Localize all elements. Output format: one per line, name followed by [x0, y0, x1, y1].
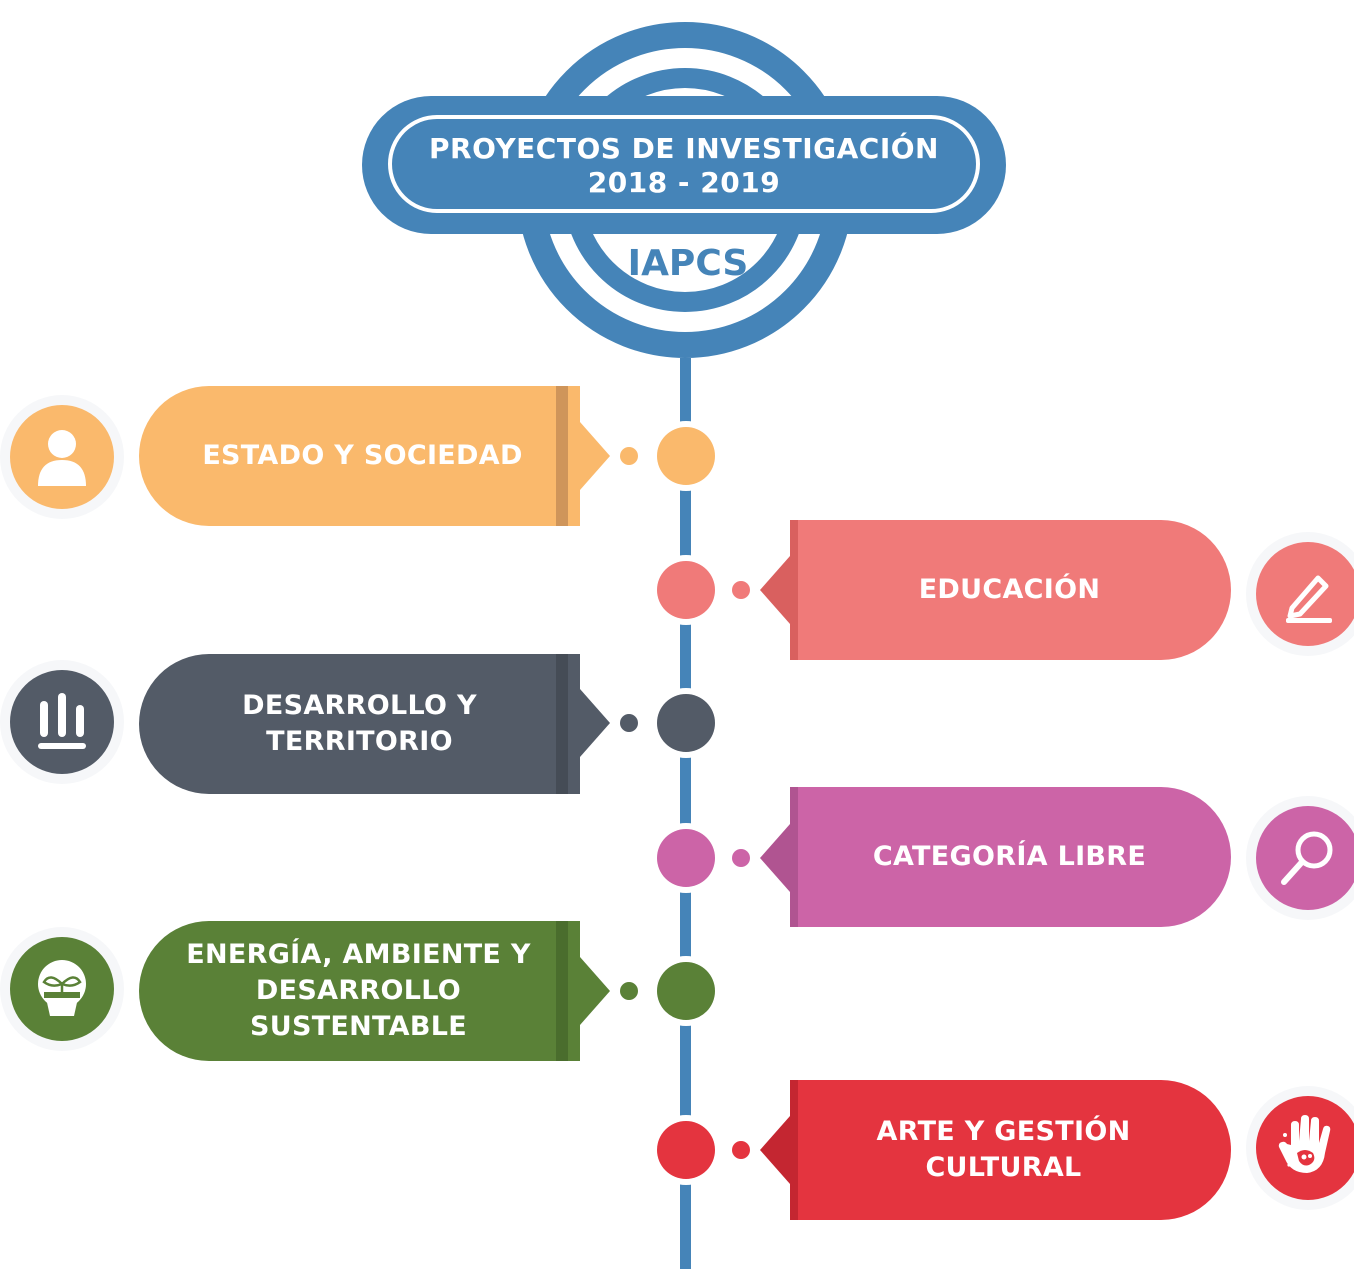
category-energia-ambiente: ENERGÍA, AMBIENTE Y DESARROLLO SUSTENTAB…: [139, 921, 580, 1061]
pencil-icon: [1286, 575, 1332, 623]
category-label: ESTADO Y SOCIEDAD: [202, 440, 523, 471]
connector-dot: [732, 849, 750, 867]
category-label-line-2: DESARROLLO SUSTENTABLE: [249, 975, 468, 1042]
title-line-1: PROYECTOS DE INVESTIGACIÓN: [429, 132, 939, 165]
connector-dot: [732, 581, 750, 599]
category-label: CATEGORÍA LIBRE: [872, 841, 1147, 872]
pill-stripe: [790, 520, 798, 660]
painted-hand-icon: [1278, 1115, 1331, 1173]
educacion-icon-badge: [1256, 542, 1354, 646]
arte-icon-badge: [1256, 1096, 1354, 1200]
bar-chart-icon: [38, 693, 86, 749]
pill-stripe: [790, 1080, 798, 1220]
category-categoria-libre: CATEGORÍA LIBRE: [790, 787, 1231, 927]
energia-icon-badge: [10, 937, 114, 1041]
pill-arrow: [580, 957, 610, 1025]
categoria-icon-badge: [1256, 806, 1354, 910]
pill-arrow: [580, 422, 610, 490]
pill-stripe: [790, 787, 798, 927]
estado-icon-badge: [10, 405, 114, 509]
timeline-node: [657, 829, 715, 887]
timeline-node: [657, 561, 715, 619]
pill-arrow: [580, 689, 610, 757]
category-desarrollo-y-territorio: DESARROLLO Y TERRITORIO: [139, 654, 580, 794]
pill-arrow: [760, 824, 790, 892]
pill-arrow: [760, 556, 790, 624]
connector-dot: [732, 1141, 750, 1159]
category-label-line-1: ENERGÍA, AMBIENTE Y: [186, 939, 531, 970]
page-title: PROYECTOS DE INVESTIGACIÓN 2018 - 2019: [388, 132, 980, 200]
category-label: EDUCACIÓN: [918, 574, 1101, 605]
category-arte-y-gestion-cultural: ARTE Y GESTIÓN CULTURAL: [790, 1080, 1231, 1220]
pill-stripe: [556, 386, 568, 526]
category-educacion: EDUCACIÓN: [790, 520, 1231, 660]
connector-dot: [620, 982, 638, 1000]
timeline-node: [657, 694, 715, 752]
person-icon: [38, 430, 86, 486]
desarrollo-icon-badge: [10, 670, 114, 774]
timeline-node: [657, 427, 715, 485]
pill-stripe: [556, 921, 568, 1061]
plant-pot-icon: [38, 960, 86, 1016]
timeline-node: [657, 962, 715, 1020]
connector-dot: [620, 447, 638, 465]
title-banner-border: [388, 115, 980, 213]
timeline-node: [657, 1121, 715, 1179]
category-label: ENERGÍA, AMBIENTE Y DESARROLLO SUSTENTAB…: [151, 937, 566, 1045]
pill-arrow: [760, 1116, 790, 1184]
category-label: DESARROLLO Y TERRITORIO: [242, 690, 477, 757]
pill-stripe: [556, 654, 568, 794]
category-estado-y-sociedad: ESTADO Y SOCIEDAD: [139, 386, 580, 526]
timeline-spine: [680, 358, 691, 1269]
category-label: ARTE Y GESTIÓN CULTURAL: [876, 1116, 1131, 1183]
organization-name: IAPCS: [627, 243, 749, 284]
connector-dot: [620, 714, 638, 732]
magnifier-icon: [1281, 831, 1333, 885]
title-line-2: 2018 - 2019: [587, 166, 781, 199]
